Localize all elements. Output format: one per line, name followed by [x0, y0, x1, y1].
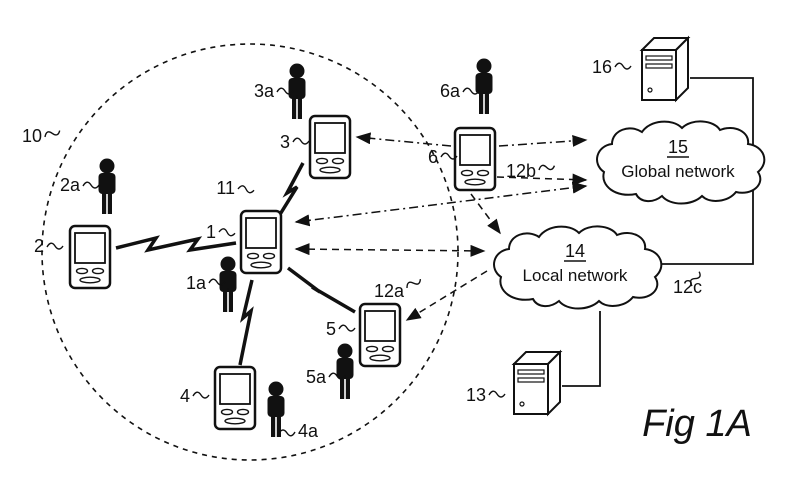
label-5: 5 [326, 319, 336, 339]
phone-4-icon [213, 365, 257, 431]
figure-caption: Fig 1A [642, 403, 752, 445]
arrow-6-to-3 [355, 132, 452, 147]
local-network-name: Local network [523, 266, 628, 285]
person-3a-icon [288, 63, 306, 119]
label-6a: 6a [440, 81, 461, 101]
label-3a: 3a [254, 81, 275, 101]
leader-4a [278, 429, 296, 437]
leader-16 [614, 62, 632, 70]
arrow-1-to-local [294, 243, 486, 257]
server13-to-local-network-line [562, 311, 601, 387]
label-5a: 5a [306, 367, 327, 387]
leader-10 [43, 127, 62, 140]
leader-1 [218, 227, 237, 237]
person-4a-icon [267, 381, 285, 437]
leader-11 [237, 184, 256, 194]
label-13: 13 [466, 385, 486, 405]
leader-3 [292, 137, 310, 145]
arrow-local-to-5 [405, 270, 488, 321]
label-2a: 2a [60, 175, 81, 195]
label-4: 4 [180, 386, 190, 406]
label-12b: 12b [506, 161, 536, 181]
phone-1-icon [239, 209, 283, 275]
label-4a: 4a [298, 421, 319, 441]
arrow-6-to-local [470, 193, 501, 235]
phone-6-icon [453, 126, 497, 192]
person-6a-icon [475, 58, 493, 114]
leader-2 [46, 242, 64, 250]
label-12a: 12a [374, 281, 405, 301]
leader-5 [338, 324, 356, 332]
leader-13 [488, 390, 506, 398]
cloud-global-network: 15 Global network [596, 120, 766, 205]
label-1a: 1a [186, 273, 207, 293]
leader-2a [82, 181, 100, 189]
label-10: 10 [22, 126, 42, 146]
person-2a-icon [98, 158, 116, 214]
local-network-number: 14 [565, 241, 585, 261]
label-12c: 12c [673, 277, 702, 297]
label-2: 2 [34, 236, 44, 256]
phone-3-icon [308, 114, 352, 180]
lightning-bolt-2-to-1-icon [115, 235, 237, 253]
global-network-number: 15 [668, 137, 688, 157]
lightning-bolt-1-to-3-icon [277, 162, 305, 217]
cloud-local-network: 14 Local network [493, 225, 663, 310]
arrow-1-to-global [294, 181, 588, 227]
label-6: 6 [428, 147, 438, 167]
label-16: 16 [592, 57, 612, 77]
label-11: 11 [216, 178, 235, 198]
lightning-bolt-1-to-5-icon [286, 266, 356, 314]
server-16-icon [641, 37, 689, 101]
label-3: 3 [280, 132, 290, 152]
phone-5-icon [358, 302, 402, 368]
label-1: 1 [206, 222, 216, 242]
arrow-6-to-global-upper [498, 134, 588, 147]
leader-12a [404, 276, 423, 291]
server-13-icon [513, 351, 561, 415]
person-5a-icon [336, 343, 354, 399]
leader-4 [192, 391, 210, 399]
phone-2-icon [68, 224, 112, 290]
lightning-bolt-1-to-4-icon [238, 279, 254, 366]
leader-12b [537, 162, 556, 173]
global-network-name: Global network [621, 162, 735, 181]
arrow-6-to-global-lower [496, 173, 588, 186]
